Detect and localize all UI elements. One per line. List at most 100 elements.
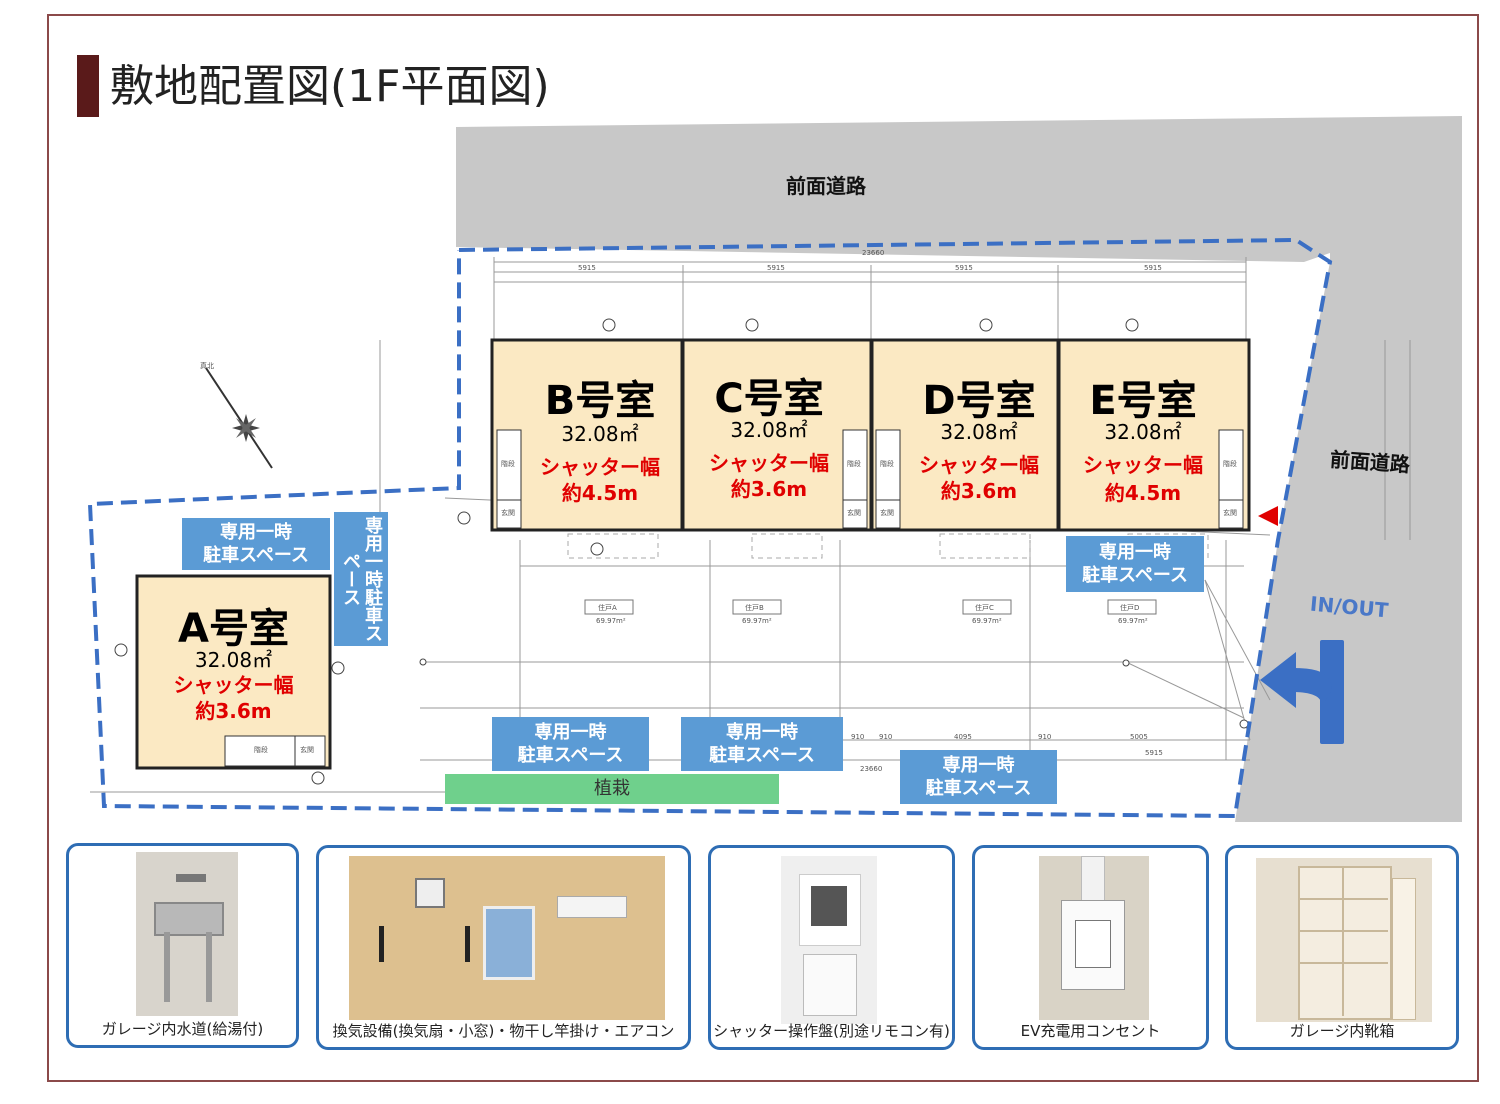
front-road-top-label: 前面道路 (786, 174, 866, 198)
parking-space-4-line2: 駐車スペース (709, 745, 815, 766)
entrance-e (1218, 499, 1244, 529)
room-c-shutter-width: 約3.6m (730, 477, 808, 501)
entrance-a-label: 玄関 (300, 745, 314, 754)
room-a-shutter-width: 約3.6m (195, 699, 272, 723)
parking-space-2: 専用一時 駐車スペース (1066, 536, 1204, 592)
room-b-area: 32.08㎡ (561, 422, 639, 446)
entrance-d-label: 玄関 (880, 508, 894, 517)
front-road-right-label: 前面道路 (1329, 447, 1411, 477)
stairs-b-label: 階段 (501, 459, 515, 468)
unit-d-area: 69.97m² (1118, 617, 1148, 625)
parking-space-3-line2: 駐車スペース (517, 745, 624, 766)
unit-b-area: 69.97m² (742, 617, 772, 625)
room-c-shutter-label: シャッター幅 (709, 451, 829, 475)
parking-space-1-line1: 専用一時 (220, 522, 292, 543)
photo-caption-ev-outlet: EV充電用コンセント (1020, 1022, 1161, 1040)
photo-card-shutter-panel: シャッター操作盤(別途リモコン有) (708, 845, 955, 1050)
photo-card-ev-outlet: EV充電用コンセント (972, 845, 1209, 1050)
photo-card-sink: ガレージ内水道(給湯付) (66, 843, 299, 1048)
parking-space-3-line1: 専用一時 (534, 722, 607, 743)
room-b-shutter-label: シャッター幅 (540, 455, 660, 479)
unit-c-label: 住戸C (975, 603, 994, 612)
room-c-name: C号室 (714, 376, 824, 422)
room-d-shutter-width: 約3.6m (940, 479, 1018, 503)
room-b-shutter-width: 約4.5m (561, 481, 639, 505)
parking-space-vertical: 専用一時駐車スペース (334, 512, 388, 646)
parking-space-1: 専用一時 駐車スペース (182, 518, 330, 570)
parking-space-4: 専用一時 駐車スペース (681, 717, 843, 771)
title-accent-bar (77, 55, 99, 117)
dim-910-a: 910 (851, 733, 864, 741)
room-a-shutter-label: シャッター幅 (173, 673, 294, 697)
room-a-area: 32.08㎡ (194, 648, 273, 672)
room-d-block (870, 338, 1060, 532)
room-e-block (1057, 338, 1251, 532)
front-road-right (1235, 116, 1462, 822)
entrance-c-label: 玄関 (847, 508, 861, 517)
dim-5005: 5005 (1130, 733, 1148, 741)
photo-caption-sink: ガレージ内水道(給湯付) (101, 1020, 264, 1038)
marker-11 (1122, 659, 1130, 667)
marker-9 (311, 771, 325, 785)
dim-bay-2: 5915 (767, 264, 785, 272)
marker-6 (457, 511, 471, 525)
dim-bay-4: 5915 (1144, 264, 1162, 272)
room-d-name: D号室 (922, 378, 1036, 424)
parking-space-5-line2: 駐車スペース (925, 778, 1032, 799)
entrance-b-label: 玄関 (501, 508, 515, 517)
shoe-cabinet-photo (1256, 858, 1432, 1022)
site-boundary (87, 237, 1333, 819)
room-c-area: 32.08㎡ (730, 418, 808, 442)
stairs-c (842, 429, 868, 501)
parking-space-5-line1: 専用一時 (942, 755, 1015, 776)
ev-outlet-photo (1039, 856, 1149, 1020)
in-out-arrow-icon (1260, 640, 1344, 744)
marker-1 (602, 318, 616, 332)
unit-labels: 住戸A 69.97m² 住戸B 69.97m² 住戸C 69.97m² 住戸D … (584, 599, 1157, 625)
page-frame (47, 14, 1479, 1082)
dim-total-top: 23660 (862, 249, 884, 257)
stairs-a (224, 735, 296, 767)
unit-c-area: 69.97m² (972, 617, 1002, 625)
parking-space-vertical-text: 専用一時駐車スペース (340, 516, 383, 642)
dim-total-bottom: 23660 (860, 765, 882, 773)
unit-b-label: 住戸B (745, 603, 764, 612)
parking-space-2-line2: 駐車スペース (1082, 565, 1188, 586)
entrance-a (294, 735, 326, 767)
marker-10 (1239, 719, 1249, 729)
dim-5915-bottom: 5915 (1145, 749, 1163, 757)
room-e-area: 32.08㎡ (1104, 420, 1182, 444)
marker-3 (979, 318, 993, 332)
front-road-top (456, 116, 1462, 262)
north-compass-icon: 真北 (200, 361, 273, 469)
sink-photo (136, 852, 238, 1016)
photo-card-ventilation: 換気設備(換気扇・小窓)・物干し竿掛け・エアコン (316, 845, 691, 1050)
dim-910-b: 910 (879, 733, 892, 741)
stairs-c-label: 階段 (847, 459, 861, 468)
dim-4095: 4095 (954, 733, 972, 741)
photo-caption-shutter-panel: シャッター操作盤(別途リモコン有) (713, 1022, 950, 1040)
room-a-name: A号室 (178, 606, 289, 652)
stairs-a-label: 階段 (254, 745, 268, 754)
photo-caption-shoe-cabinet: ガレージ内靴箱 (1289, 1022, 1395, 1040)
stairs-e (1218, 429, 1244, 501)
room-b-block (490, 338, 684, 532)
unit-d-label: 住戸D (1120, 603, 1139, 612)
north-label: 真北 (200, 361, 214, 370)
marker-8 (331, 661, 345, 675)
room-b-name: B号室 (544, 378, 656, 424)
entrance-d (875, 499, 901, 529)
marker-7 (114, 643, 128, 657)
room-d-area: 32.08㎡ (940, 420, 1018, 444)
parking-space-4-line1: 専用一時 (726, 722, 798, 743)
parking-space-1-line2: 駐車スペース (203, 545, 309, 566)
room-c-block (681, 338, 873, 532)
room-e-shutter-label: シャッター幅 (1083, 453, 1203, 477)
stairs-d-label: 階段 (880, 459, 894, 468)
ventilation-photo (349, 856, 665, 1020)
parking-space-3: 専用一時 駐車スペース (492, 717, 649, 771)
parking-space-5: 専用一時 駐車スペース (900, 750, 1057, 804)
unit-a-label: 住戸A (598, 603, 617, 612)
marker-2 (745, 318, 759, 332)
